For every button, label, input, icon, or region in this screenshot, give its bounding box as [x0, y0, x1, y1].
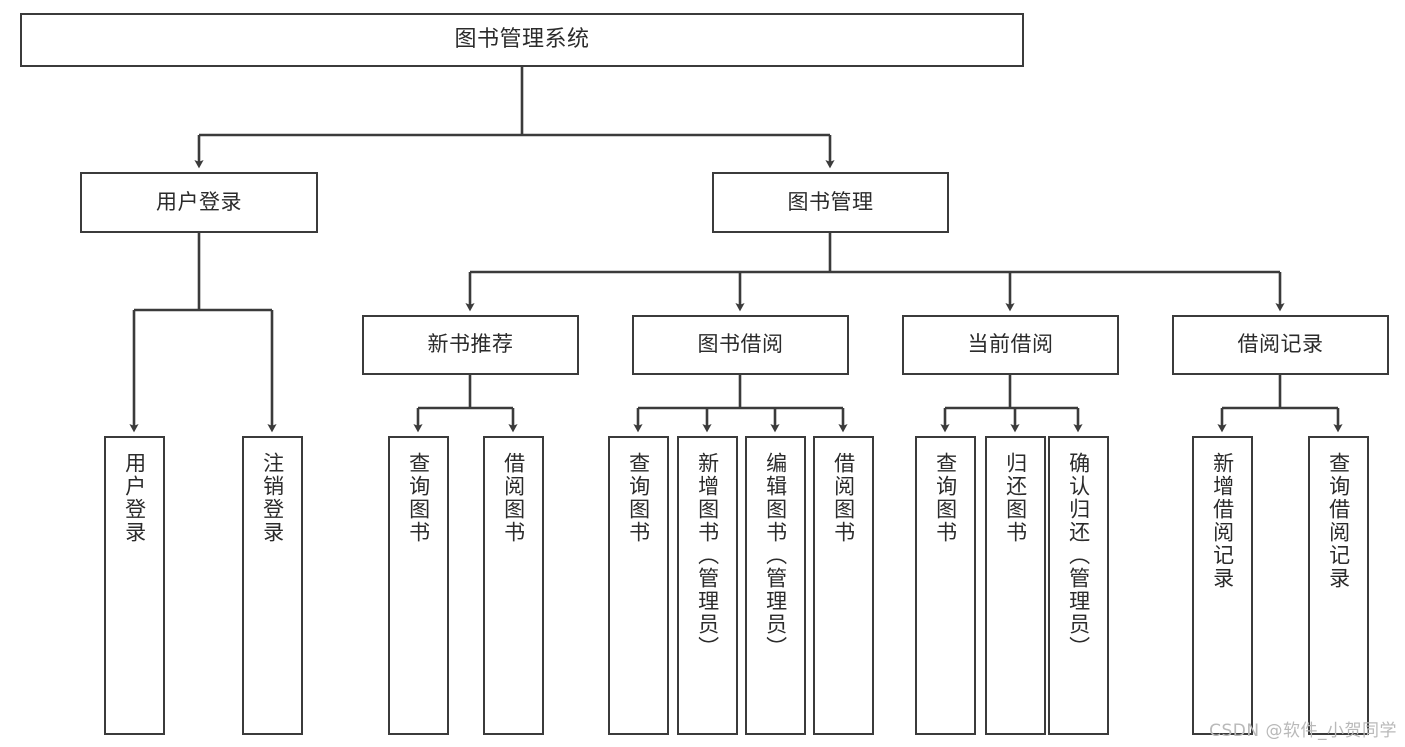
- node-book-management[interactable]: 图书管理: [712, 172, 949, 233]
- node-leaf-query-book-current[interactable]: 查询图书: [915, 436, 976, 735]
- watermark-text: CSDN @软件_小贺同学: [1209, 721, 1397, 741]
- node-label: 查询借阅记录: [1326, 452, 1351, 590]
- node-label: 借阅图书: [501, 452, 526, 544]
- node-current-borrow[interactable]: 当前借阅: [902, 315, 1119, 375]
- node-leaf-borrow-book-recommend[interactable]: 借阅图书: [483, 436, 544, 735]
- node-label: 图书管理系统: [454, 26, 590, 52]
- node-label: 确认归还（管理员）: [1066, 452, 1091, 659]
- node-leaf-user-login[interactable]: 用户登录: [104, 436, 165, 735]
- node-label: 查询图书: [933, 452, 958, 544]
- node-label: 归还图书: [1003, 452, 1028, 544]
- node-label: 图书借阅: [697, 332, 784, 357]
- node-user-login[interactable]: 用户登录: [80, 172, 318, 233]
- node-label: 新增图书（管理员）: [695, 452, 720, 659]
- node-label: 编辑图书（管理员）: [763, 452, 788, 659]
- node-leaf-query-borrow-record[interactable]: 查询借阅记录: [1308, 436, 1369, 735]
- node-label: 借阅图书: [831, 452, 856, 544]
- node-borrow-record[interactable]: 借阅记录: [1172, 315, 1389, 375]
- node-label: 新书推荐: [427, 332, 514, 357]
- node-label: 用户登录: [156, 189, 242, 214]
- node-label: 查询图书: [626, 452, 651, 544]
- node-new-book-recommend[interactable]: 新书推荐: [362, 315, 579, 375]
- node-leaf-add-borrow-record[interactable]: 新增借阅记录: [1192, 436, 1253, 735]
- node-label: 查询图书: [406, 452, 431, 544]
- node-leaf-query-book-borrow[interactable]: 查询图书: [608, 436, 669, 735]
- node-leaf-logout[interactable]: 注销登录: [242, 436, 303, 735]
- node-label: 注销登录: [260, 452, 285, 544]
- node-label: 图书管理: [787, 189, 874, 214]
- node-book-borrow[interactable]: 图书借阅: [632, 315, 849, 375]
- node-leaf-add-book-admin[interactable]: 新增图书（管理员）: [677, 436, 738, 735]
- node-leaf-confirm-return-admin[interactable]: 确认归还（管理员）: [1048, 436, 1109, 735]
- node-leaf-return-book[interactable]: 归还图书: [985, 436, 1046, 735]
- node-leaf-edit-book-admin[interactable]: 编辑图书（管理员）: [745, 436, 806, 735]
- node-label: 借阅记录: [1237, 332, 1324, 357]
- node-label: 当前借阅: [967, 332, 1054, 357]
- node-label: 用户登录: [122, 452, 147, 544]
- node-root-library-system[interactable]: 图书管理系统: [20, 13, 1024, 67]
- node-leaf-borrow-book[interactable]: 借阅图书: [813, 436, 874, 735]
- node-label: 新增借阅记录: [1210, 452, 1235, 590]
- node-leaf-query-book-recommend[interactable]: 查询图书: [388, 436, 449, 735]
